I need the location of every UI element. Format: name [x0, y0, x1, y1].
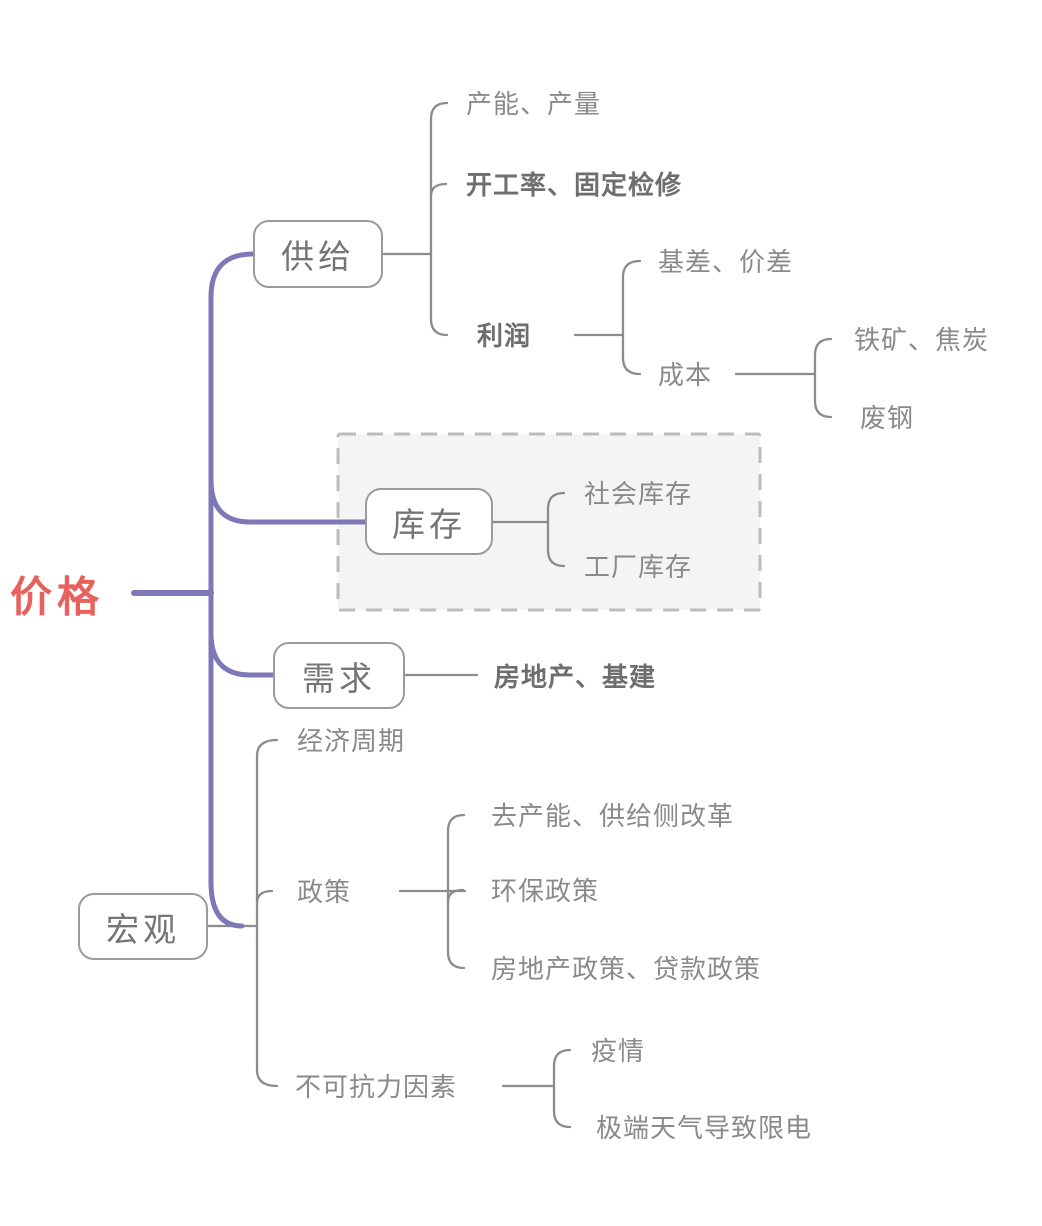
node-basis-spread[interactable]: 基差、价差 — [658, 246, 794, 277]
node-factory-inventory[interactable]: 工厂库存 — [584, 551, 693, 582]
node-epidemic[interactable]: 疫情 — [591, 1035, 646, 1066]
force-majeure-children-bracket — [552, 1048, 572, 1129]
node-profit[interactable]: 利润 — [477, 320, 532, 351]
node-capacity-output[interactable]: 产能、产量 — [466, 88, 602, 119]
supply-children-bracket — [429, 101, 449, 337]
node-price[interactable]: 价格 — [10, 573, 105, 621]
node-operating-rate-maintenance[interactable]: 开工率、固定检修 — [466, 169, 683, 200]
environmental-policy-stub — [446, 888, 465, 904]
main-trunk — [208, 251, 256, 929]
node-macro[interactable]: 宏观 — [78, 893, 208, 960]
node-force-majeure[interactable]: 不可抗力因素 — [295, 1071, 458, 1102]
node-supply[interactable]: 供给 — [253, 220, 383, 288]
node-real-estate-infrastructure[interactable]: 房地产、基建 — [494, 661, 657, 692]
node-real-estate-loan-policy[interactable]: 房地产政策、贷款政策 — [491, 953, 762, 984]
node-environmental-policy[interactable]: 环保政策 — [491, 875, 600, 906]
macro-children-bracket — [255, 738, 279, 1088]
policy-stub — [255, 889, 274, 905]
node-iron-ore-coke[interactable]: 铁矿、焦炭 — [854, 324, 990, 355]
node-economic-cycle[interactable]: 经济周期 — [297, 725, 406, 756]
node-inventory[interactable]: 库存 — [365, 488, 493, 555]
inventory-branch — [208, 477, 368, 525]
operating-rate-stub — [429, 182, 448, 198]
cost-children-bracket — [813, 337, 833, 419]
profit-children-bracket — [621, 259, 642, 376]
node-demand[interactable]: 需求 — [273, 642, 405, 709]
node-extreme-weather-power-rationing[interactable]: 极端天气导致限电 — [596, 1112, 813, 1143]
node-social-inventory[interactable]: 社会库存 — [584, 478, 693, 509]
node-decapacity-supply-side-reform[interactable]: 去产能、供给侧改革 — [491, 800, 735, 831]
inventory-children-bracket — [546, 491, 566, 568]
node-policy[interactable]: 政策 — [297, 876, 352, 907]
policy-children-bracket — [446, 813, 466, 970]
demand-branch — [208, 630, 278, 678]
node-scrap-steel[interactable]: 废钢 — [860, 402, 915, 433]
node-cost[interactable]: 成本 — [658, 359, 713, 390]
